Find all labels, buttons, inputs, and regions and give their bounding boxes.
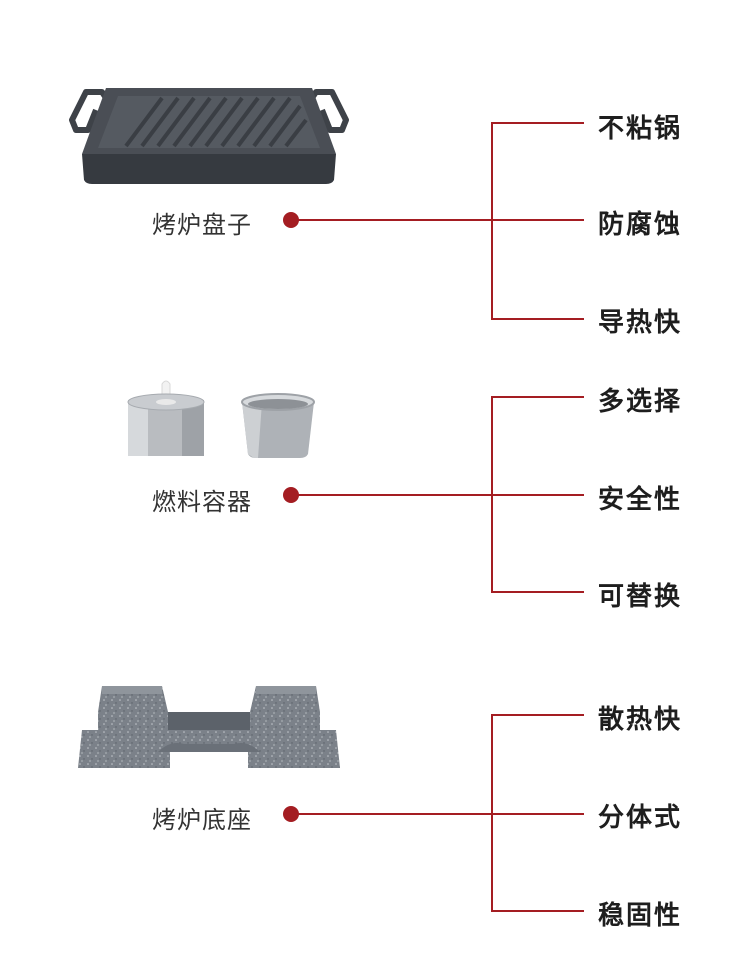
section-label: 燃料容器 <box>152 488 252 516</box>
grill-pan-image <box>69 88 349 184</box>
feature-label: 稳固性 <box>598 901 683 931</box>
section-stove-base: 烤炉底座 散热快 分体式 稳固性 <box>78 686 683 931</box>
feature-label: 安全性 <box>598 485 683 515</box>
bracket-branch-line <box>491 396 584 398</box>
section-fuel-container: 燃料容器 多选择 安全性 可替换 <box>127 380 683 612</box>
connector-line <box>291 813 584 815</box>
feature-label: 分体式 <box>598 803 683 833</box>
feature-label: 散热快 <box>598 705 683 735</box>
connector-line <box>291 494 584 496</box>
feature-label: 不粘锅 <box>598 114 683 144</box>
feature-label: 可替换 <box>598 582 683 612</box>
connector-line <box>291 219 584 221</box>
section-grill-pan: 烤炉盘子 不粘锅 防腐蚀 导热快 <box>0 0 750 340</box>
bracket-branch-line <box>491 910 584 912</box>
bracket-vertical-line <box>491 396 493 593</box>
bracket-branch-line <box>491 591 584 593</box>
section-label: 烤炉盘子 <box>152 211 252 239</box>
bracket-vertical-line <box>491 122 493 320</box>
fuel-container-image <box>127 380 315 458</box>
feature-label: 防腐蚀 <box>598 210 683 240</box>
bracket-vertical-line <box>491 714 493 912</box>
stove-base-image <box>78 686 340 768</box>
feature-label: 导热快 <box>598 308 683 338</box>
section-label: 烤炉底座 <box>152 806 252 834</box>
bracket-branch-line <box>491 122 584 124</box>
feature-label: 多选择 <box>598 387 683 417</box>
bracket-branch-line <box>491 714 584 716</box>
bracket-branch-line <box>491 318 584 320</box>
